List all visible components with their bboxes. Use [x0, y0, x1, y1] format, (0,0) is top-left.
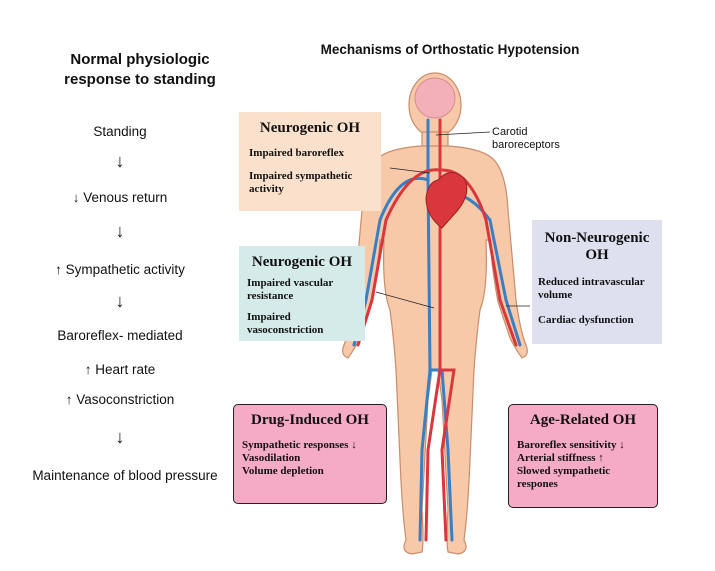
- box-item: Reduced intravascular volume: [538, 276, 645, 301]
- human-body-illustration: [342, 72, 530, 555]
- brain: [414, 77, 456, 119]
- heart-icon: [425, 172, 468, 229]
- carotid-label-line1: Carotid: [492, 126, 528, 138]
- box-item: Cardiac dysfunction: [538, 314, 634, 326]
- non-neurogenic-oh-box: Non-Neurogenic OH Reduced intravascular …: [532, 220, 662, 344]
- box-title: Age-Related OH: [529, 412, 637, 428]
- box-item: Volume depletion: [242, 465, 324, 477]
- carotid-label-line2: baroreceptors: [492, 139, 560, 151]
- step-sympathetic-activity: ↑ Sympathetic activity: [55, 262, 185, 277]
- step-heart-rate: ↑ Heart rate: [84, 362, 156, 377]
- age-related-oh-box: Age-Related OH Baroreflex sensitivity ↓ …: [508, 404, 658, 508]
- step-vasoconstriction: ↑ Vasoconstriction: [65, 392, 175, 407]
- box-item: Baroreflex sensitivity ↓: [517, 439, 625, 451]
- box-item: Impaired vasoconstriction: [247, 311, 324, 336]
- arteries: [356, 118, 518, 542]
- box-item: Vasodilation: [242, 452, 301, 464]
- drug-induced-oh-box: Drug-Induced OH Sympathetic responses ↓ …: [233, 404, 387, 504]
- box-item: Arterial stiffness ↑: [517, 452, 604, 464]
- neurogenic-oh-box-bottom: Neurogenic OH Impaired vascular resistan…: [239, 246, 365, 341]
- box-item: Slowed sympathetic: [517, 465, 611, 477]
- down-arrow-icon: ↓: [115, 427, 125, 447]
- box-title: Neurogenic OH: [251, 254, 353, 270]
- neurogenic-oh-box-top: Neurogenic OH Impaired baroreflex Impair…: [239, 112, 381, 211]
- box-item: Impaired baroreflex: [249, 147, 345, 159]
- left-panel-title: Normal physiologic response to standing: [64, 51, 216, 88]
- step-standing: Standing: [93, 124, 147, 139]
- box-title: Neurogenic OH: [259, 120, 361, 136]
- pointer-lines: [375, 131, 530, 309]
- box-item: Impaired sympathetic activity: [249, 170, 353, 195]
- box-item: Impaired vascular resistance: [247, 277, 334, 302]
- down-arrow-icon: ↓: [115, 151, 125, 171]
- down-arrow-icon: ↓: [115, 291, 125, 311]
- down-arrow-icon: ↓: [115, 221, 125, 241]
- box-item: Sympathetic responses ↓: [242, 439, 357, 451]
- box-title: Drug-Induced OH: [251, 412, 369, 428]
- box-title: Non-Neurogenic OH: [544, 230, 650, 263]
- main-title: Mechanisms of Orthostatic Hypotension: [320, 42, 580, 57]
- step-maintenance-bp: Maintenance of blood pressure: [32, 468, 218, 483]
- step-venous-return: ↓ Venous return: [72, 190, 168, 205]
- box-item: respones: [517, 478, 558, 490]
- step-baroreflex: Baroreflex- mediated: [57, 328, 183, 343]
